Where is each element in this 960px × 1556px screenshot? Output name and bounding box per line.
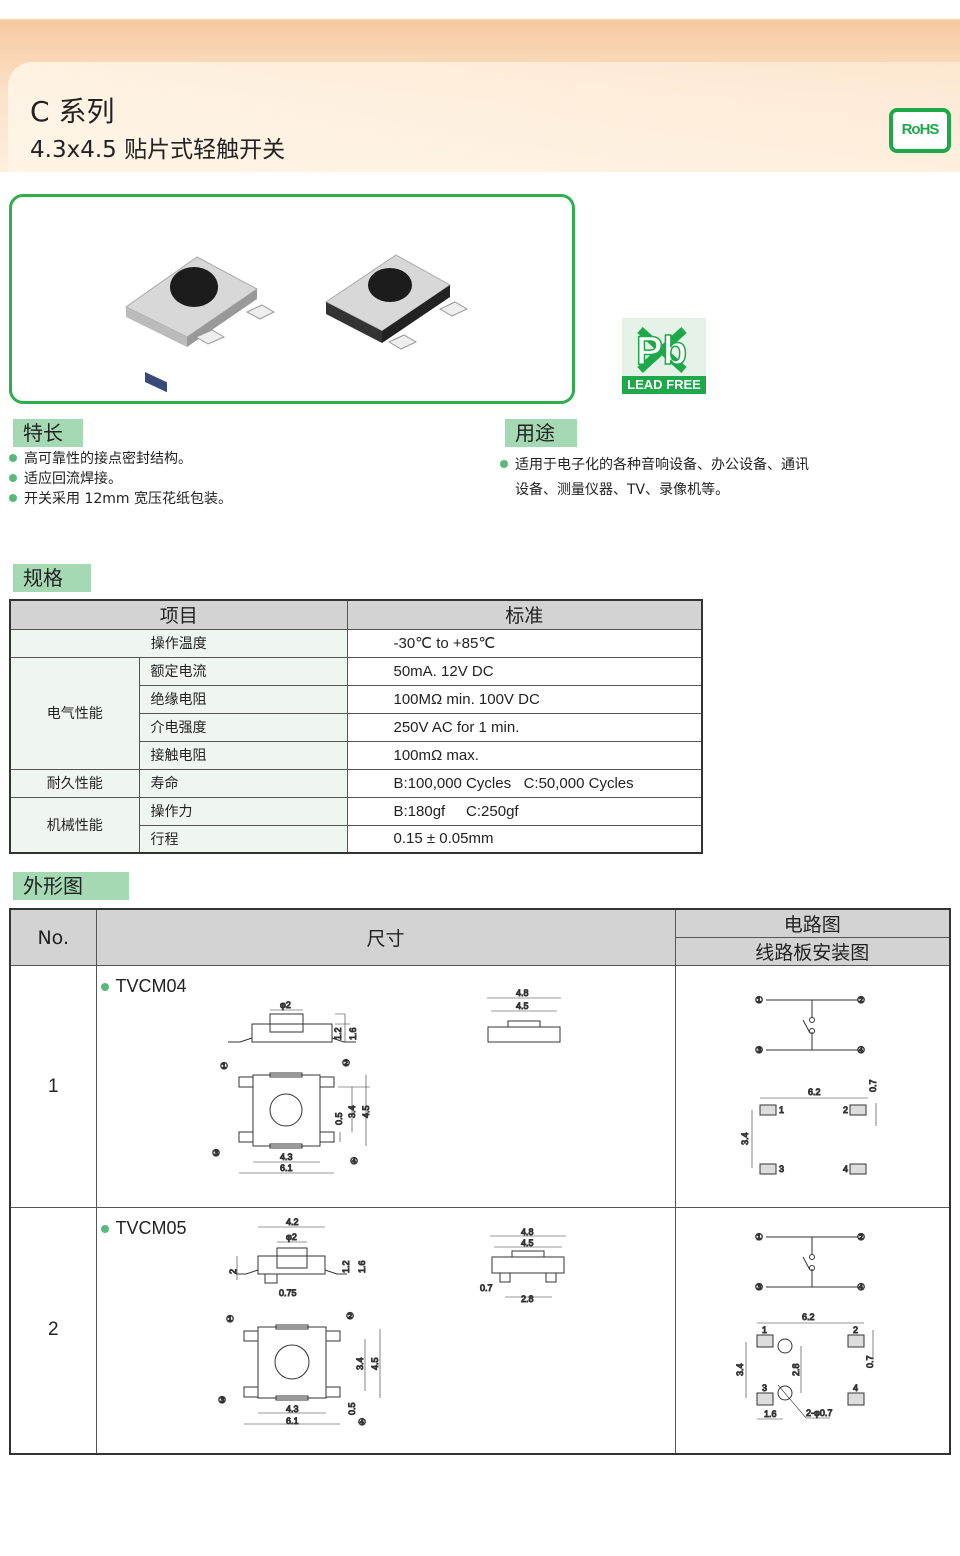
bullet-icon — [9, 454, 17, 462]
lead-free-label: LEAD FREE — [622, 376, 706, 394]
cross-icon — [637, 327, 687, 373]
bullet-icon — [9, 494, 17, 502]
switch-photo-2 — [325, 254, 469, 350]
bullet-icon — [9, 474, 17, 482]
bullet-icon — [100, 983, 109, 991]
lead-free-logo: Pb LEAD FREE — [622, 318, 706, 394]
applications-text: 适用于电子化的各种音响设备、办公设备、通讯 设备、测量仪器、TV、录像机等。 — [500, 453, 809, 503]
feature-item: 开关采用 12mm 宽压花纸包装。 — [9, 489, 232, 509]
outline-header-no: No. — [9, 908, 97, 966]
outline-header-pcb: 线路板安装图 — [674, 937, 951, 966]
spec-heading: 规格 — [13, 564, 91, 592]
outline-header-size: 尺寸 — [95, 908, 676, 966]
spec-header-standard: 标准 — [346, 599, 703, 630]
header-panel — [8, 62, 960, 172]
lead-free-symbol: Pb — [636, 329, 687, 373]
series-title: C 系列 — [30, 95, 115, 128]
features-list: 高可靠性的接点密封结构。 适应回流焊接。 开关采用 12mm 宽压花纸包装。 — [9, 449, 232, 509]
lead-free-pb-icon: Pb — [635, 327, 688, 374]
table-row: 1 TVCM04 — [9, 965, 951, 1208]
bullet-icon — [100, 1225, 109, 1233]
circuit-cell — [674, 965, 951, 1208]
model-name: TVCM05 — [115, 1218, 187, 1238]
spec-header-item: 项目 — [9, 599, 348, 630]
product-photo-box — [9, 194, 575, 404]
feature-item: 适应回流焊接。 — [9, 469, 232, 489]
table-row: 2 TVCM05 — [9, 1207, 951, 1454]
product-photo — [125, 254, 469, 393]
rohs-badge: RoHS — [889, 108, 951, 153]
circuit-cell — [674, 1207, 951, 1454]
switch-photo-1 — [125, 256, 276, 393]
applications-heading: 用途 — [505, 419, 577, 447]
table-row: 操作温度-30℃ to +85℃ — [9, 628, 703, 658]
features-heading: 特长 — [13, 419, 83, 447]
feature-item: 高可靠性的接点密封结构。 — [9, 449, 232, 469]
bullet-icon — [500, 460, 508, 468]
outline-table: No. 尺寸 电路图 线路板安装图 1 TVCM04 2 TVCM05 — [9, 908, 951, 1455]
product-subtitle: 4.3x4.5 贴片式轻触开关 — [30, 137, 286, 163]
outline-header-circuit: 电路图 — [674, 908, 951, 938]
model-name: TVCM04 — [115, 976, 187, 996]
outline-heading: 外形图 — [13, 872, 129, 900]
